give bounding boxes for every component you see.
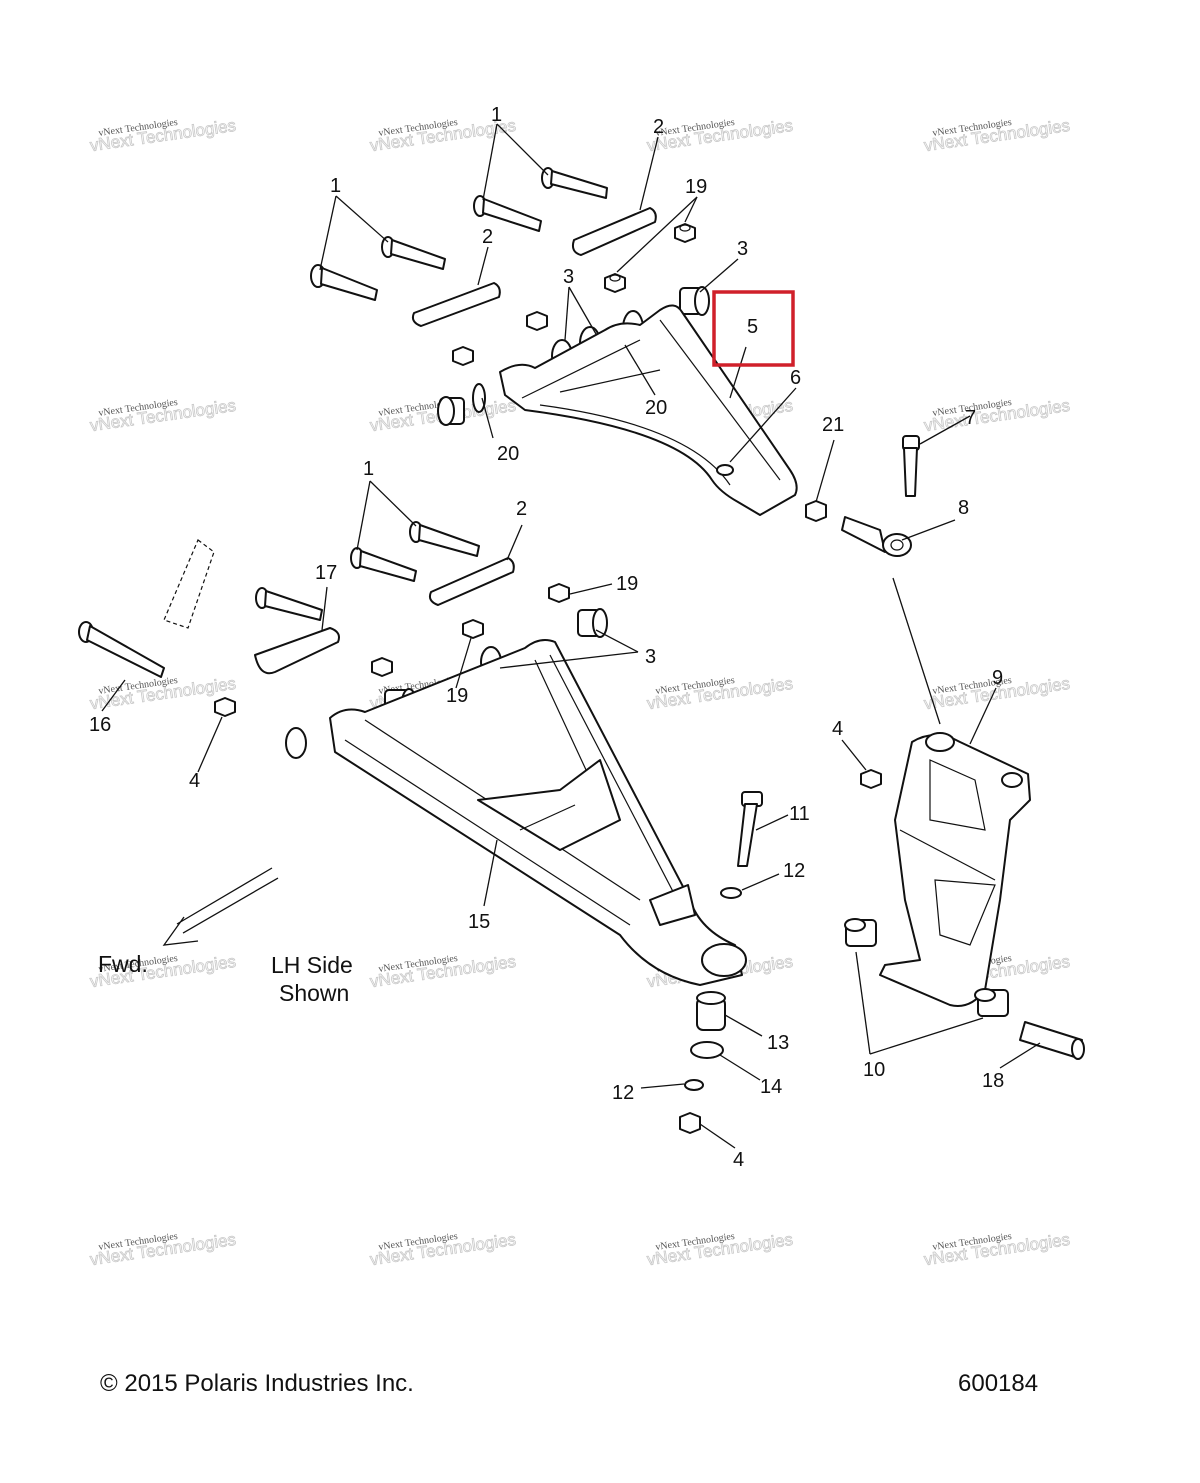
- callout-3: 3: [737, 238, 748, 260]
- cam-plate: [411, 282, 501, 327]
- nut: [860, 769, 882, 789]
- phantom-part: [163, 539, 215, 629]
- watermark: vNext Technologies vNext Technologies: [645, 1229, 794, 1269]
- callout-1: 1: [363, 458, 374, 480]
- cam-bolt: [254, 627, 340, 675]
- retaining-ring: [690, 1041, 724, 1059]
- callout-6: 6: [790, 367, 801, 389]
- bushing: [437, 383, 486, 426]
- nut: [548, 583, 570, 603]
- ball-joint-housing: [701, 943, 747, 977]
- bolt: [78, 621, 165, 678]
- nut: [214, 697, 236, 717]
- callout-20: 20: [497, 443, 519, 465]
- ball-joint: [696, 991, 726, 1031]
- lower-a-arm-assembly: [78, 521, 763, 1134]
- nut: [604, 273, 626, 293]
- bushing: [577, 608, 608, 638]
- callout-19: 19: [685, 176, 707, 198]
- callout-5: 5: [747, 316, 758, 338]
- callout-18: 18: [982, 1070, 1004, 1092]
- upper-a-arm-assembly: [310, 167, 920, 557]
- spindle-bushing: [974, 988, 1009, 1017]
- callout-16: 16: [89, 714, 111, 736]
- callout-1: 1: [330, 175, 341, 197]
- side-note-line2: Shown: [279, 980, 349, 1006]
- watermark: vNext Technologies vNext Technologies: [88, 395, 237, 435]
- bolt: [255, 587, 323, 621]
- tie-rod-end: [841, 516, 912, 557]
- nut: [674, 223, 696, 243]
- callout-3: 3: [563, 266, 574, 288]
- callout-12: 12: [612, 1082, 634, 1104]
- highlight-box: [712, 290, 795, 367]
- callout-4: 4: [832, 718, 843, 740]
- nut: [679, 1112, 701, 1134]
- forward-arrow: [162, 867, 279, 946]
- spindle-bushing: [844, 918, 877, 947]
- nut: [452, 346, 474, 366]
- callout-10: 10: [863, 1059, 885, 1081]
- callout-4: 4: [189, 770, 200, 792]
- callout-2: 2: [482, 226, 493, 248]
- bolt: [381, 236, 446, 270]
- watermark: vNext Technologies vNext Technologies: [645, 115, 794, 155]
- callout-2: 2: [516, 498, 527, 520]
- bushing-end: [285, 727, 307, 759]
- nut: [805, 500, 827, 522]
- bushing: [679, 286, 710, 316]
- callout-3: 3: [645, 646, 656, 668]
- callout-13: 13: [767, 1032, 789, 1054]
- cam-plate: [571, 207, 657, 256]
- callout-12: 12: [783, 860, 805, 882]
- callout-19: 19: [616, 573, 638, 595]
- watermark: vNext Technologies vNext Technologies: [368, 951, 517, 991]
- callout-21: 21: [822, 414, 844, 436]
- bolt: [409, 521, 480, 557]
- watermark: vNext Technologies vNext Technologies: [922, 1229, 1071, 1269]
- watermark: vNext Technologies vNext Technologies: [88, 115, 237, 155]
- side-note-line1: LH Side: [271, 952, 353, 978]
- washer: [684, 1079, 704, 1091]
- callout-9: 9: [992, 667, 1003, 689]
- bolt: [737, 791, 763, 867]
- nut: [526, 311, 548, 331]
- spindle-assembly: [844, 732, 1085, 1060]
- leader-lines: [101, 123, 1041, 1149]
- watermark: vNext Technologies vNext Technologies: [922, 115, 1071, 155]
- callout-8: 8: [958, 497, 969, 519]
- callout-2: 2: [653, 116, 664, 138]
- watermark: vNext Technologies vNext Technologies: [368, 1229, 517, 1269]
- callout-4: 4: [733, 1149, 744, 1171]
- callout-labels: 1 1 1 2 2 2 19 3 3 5 6 20 20 21 7 8 17 1…: [89, 104, 1004, 1171]
- callout-17: 17: [315, 562, 337, 584]
- diagram-number: 600184: [958, 1370, 1039, 1397]
- cam-plate: [428, 557, 515, 606]
- ball-joint-cap: [716, 464, 734, 476]
- callout-20: 20: [645, 397, 667, 419]
- callout-14: 14: [760, 1076, 782, 1098]
- watermark: vNext Technologies vNext Technologies: [88, 1229, 237, 1269]
- callout-7: 7: [965, 407, 976, 429]
- callout-15: 15: [468, 911, 490, 933]
- callout-19: 19: [446, 685, 468, 707]
- callout-11: 11: [789, 803, 810, 825]
- bolt: [473, 195, 542, 232]
- nut: [462, 619, 484, 639]
- watermark: vNext Technologies vNext Technologies: [645, 673, 794, 713]
- forward-label: Fwd.: [98, 951, 148, 977]
- washer: [720, 887, 742, 899]
- bolt: [350, 547, 417, 582]
- copyright-text: © 2015 Polaris Industries Inc.: [100, 1370, 414, 1397]
- bolt: [541, 167, 608, 199]
- upper-a-arm: [499, 304, 798, 516]
- watermark: vNext Technologies vNext Technologies: [922, 395, 1071, 435]
- bolt: [310, 264, 378, 301]
- bolt: [902, 435, 920, 497]
- nut: [371, 657, 393, 677]
- callout-1: 1: [491, 104, 502, 126]
